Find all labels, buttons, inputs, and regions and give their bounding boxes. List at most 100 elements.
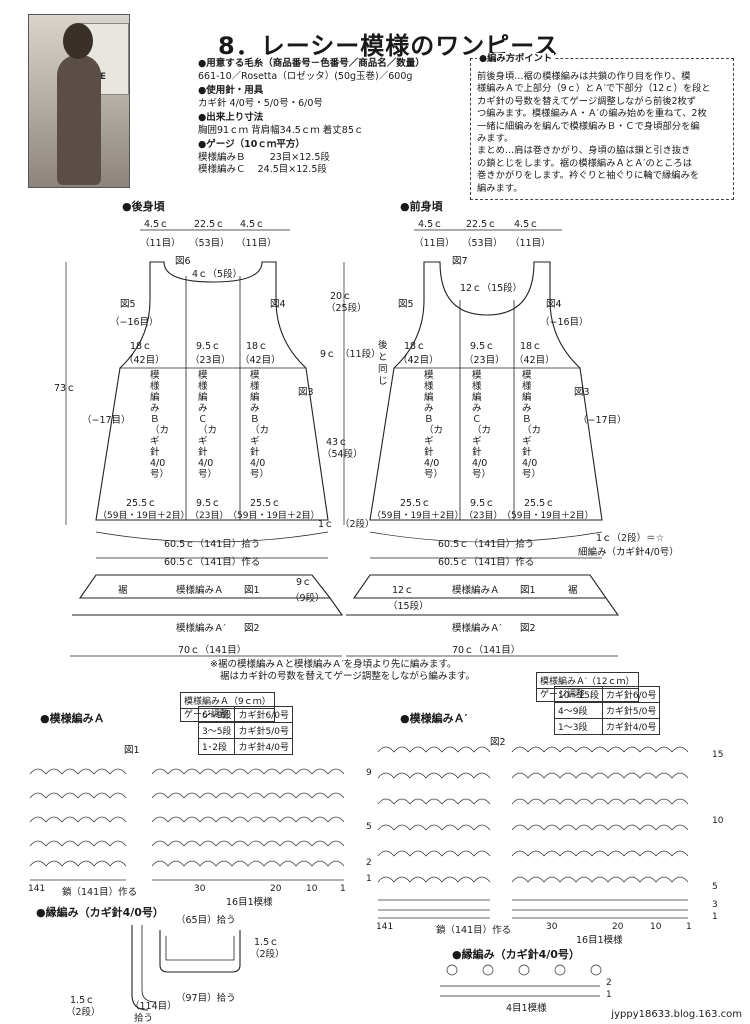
- front-c23: （23目）: [464, 355, 505, 366]
- chart-a-gauge-rows: 6〜9段カギ針6/0号 3〜5段カギ針5/0号 1･2段カギ針4/0号: [197, 706, 293, 755]
- chart-a2-x141: 141: [376, 922, 394, 932]
- front-bc59b: （59目・19目＋2目）: [502, 511, 594, 521]
- chart-a-row-needle: カギ針6/0号: [234, 706, 293, 723]
- front-w95: 9.5ｃ: [470, 341, 495, 352]
- points-line: 編みます。: [477, 182, 523, 194]
- chart-a-row-needle: カギ針4/0号: [234, 738, 293, 755]
- chart-a2-chain: 鎖（141目）作る: [436, 925, 512, 936]
- back-b255a: 25.5ｃ: [126, 498, 157, 509]
- edging1-p114: （114目）: [130, 1001, 177, 1012]
- front-bc23: （23目）: [464, 511, 503, 521]
- edging1-w15b: 1.5ｃ: [70, 995, 95, 1006]
- chart-a2-row5: 5: [712, 882, 718, 892]
- back-pattern-b-right: 模様編みＢ（カギ針4/0号）: [250, 370, 270, 480]
- knitting-points-box: ●編み方ポイント 前後身頃…裾の模様編みは共鎖の作り目を作り、模 様編みＡで上部…: [470, 53, 734, 201]
- back-bc59a: （59目・19目＋2目）: [98, 511, 190, 521]
- back-fig3: 図3: [298, 387, 314, 398]
- chart-a2-row1: 1: [712, 912, 718, 922]
- points-line: 前後身頃…裾の模様編みは共鎖の作り目を作り、模: [477, 71, 691, 82]
- front-fig7: 図7: [452, 256, 468, 267]
- chart-a-x10: 10: [306, 884, 318, 894]
- back-top-count-3: （11目）: [236, 238, 277, 249]
- back-c42b: （42目）: [240, 355, 281, 366]
- points-line: みます。: [477, 133, 514, 145]
- back-top-dim-2: 22.5ｃ: [194, 219, 225, 230]
- blog-url: jyppy18633.blog.163.com: [611, 1009, 742, 1020]
- chart-a2-repeat: 16目1模様: [576, 935, 623, 946]
- back-hem-label: 裾: [118, 585, 128, 596]
- chart-a2-row-rows: 1〜3段: [554, 718, 603, 735]
- mid-d20c: （25段）: [326, 303, 367, 314]
- edging1-neck: [159, 930, 241, 973]
- back-fig5: 図5: [120, 299, 136, 310]
- front-hem-label: 裾: [568, 585, 578, 596]
- edging2-row1: 1: [606, 990, 612, 1000]
- chart-a2-x20: 20: [612, 922, 624, 932]
- spec-block: ●用意する毛糸（商品番号－色番号／商品名／数量） 661-10／Rosetta（…: [198, 58, 468, 177]
- front-neck: 12ｃ（15段）: [460, 283, 523, 294]
- yarn-heading: ●用意する毛糸（商品番号－色番号／商品名／数量）: [198, 58, 425, 69]
- edging2-row2: 2: [606, 978, 612, 988]
- chart-a-repeat: 16目1模様: [226, 897, 273, 908]
- chart-a-row-rows: 1･2段: [197, 738, 236, 755]
- front-b255a: 25.5ｃ: [400, 498, 431, 509]
- note-line-2: 裾はカギ針の号数を替えてゲージ調整をしながら編みます。: [220, 671, 475, 682]
- front-minus16: （−16目）: [540, 317, 589, 328]
- front-pa12: 12ｃ: [392, 585, 414, 596]
- front-fig5: 図5: [398, 299, 414, 310]
- chart-a2-row3: 3: [712, 900, 718, 910]
- edging1-w15bc: （2段）: [66, 1007, 101, 1018]
- front-fig2: 図2: [520, 623, 536, 634]
- front-minus17: （−17目）: [578, 415, 627, 426]
- chart-a2-heading: ●模様編みＡ′: [400, 712, 468, 725]
- back-pa9: 9ｃ: [296, 577, 312, 588]
- front-top-dim-2: 22.5ｃ: [466, 219, 497, 230]
- front-edge1: 1ｃ（2段）＝☆: [596, 533, 665, 544]
- chart-a2-row15: 15: [712, 750, 724, 760]
- mid-d43: 43ｃ: [326, 437, 348, 448]
- chart-a2-row10: 10: [712, 816, 724, 826]
- front-w70: 70ｃ（141目）: [452, 645, 521, 656]
- front-top-dim-3: 4.5ｃ: [514, 219, 539, 230]
- chart-a-row5: 5: [366, 822, 372, 832]
- back-w18b: 18ｃ: [246, 341, 268, 352]
- front-b95: 9.5ｃ: [470, 498, 495, 509]
- chart-a-fig: 図1: [124, 745, 140, 756]
- back-c23: （23目）: [190, 355, 231, 366]
- back-c42a: （42目）: [124, 355, 165, 366]
- back-fig6: 図6: [175, 256, 191, 267]
- front-hem-a2: [346, 597, 620, 616]
- front-fig4: 図4: [546, 299, 562, 310]
- chart-a2-fig: 図2: [490, 737, 506, 748]
- chart-a-x1: 1: [340, 884, 346, 894]
- back-minus17: （−17目）: [82, 415, 131, 426]
- chart-a-chain: 鎖（141目）作る: [62, 887, 138, 898]
- back-hem-a2: [72, 597, 344, 616]
- front-pattern-c: 模様編みＣ（カギ針4/0号）: [472, 370, 492, 480]
- back-make: 60.5ｃ（141目）作る: [164, 557, 261, 568]
- chart-a2-row-needle: カギ針5/0号: [601, 702, 661, 719]
- back-bc23: （23目）: [190, 511, 229, 521]
- front-top-count-3: （11目）: [510, 238, 551, 249]
- chart-a-x141: 141: [28, 884, 46, 894]
- chart-a2-row-needle: カギ針6/0号: [601, 686, 661, 703]
- back-bc59b: （59目・19目＋2目）: [228, 511, 320, 521]
- front-make: 60.5ｃ（141目）作る: [438, 557, 535, 568]
- needle-value: カギ針 4/0号・5/0号・6/0号: [198, 97, 323, 109]
- front-pa12c: （15段）: [388, 601, 429, 612]
- gauge-row-c: 模様編みＣ 24.5目×12.5段: [198, 164, 468, 177]
- chart-a-heading: ●模様編みＡ: [40, 712, 105, 725]
- chart-a2-row-needle: カギ針4/0号: [601, 718, 661, 735]
- edging2-heading: ●縁編み（カギ針4/0号）: [452, 948, 580, 961]
- person-figure: [57, 55, 101, 185]
- gauge-row-b: 模様編みＢ 23目×12.5段: [198, 152, 468, 165]
- back-fig2: 図2: [244, 623, 260, 634]
- front-body-outline: [369, 261, 603, 521]
- edging1-p97: （97目）拾う: [176, 993, 236, 1004]
- back-pattern-a: 模様編みＡ: [176, 585, 224, 596]
- back-fig1: 図1: [244, 585, 260, 596]
- front-w18b: 18ｃ: [520, 341, 542, 352]
- chart-a-row-rows: 6〜9段: [197, 706, 236, 723]
- chart-a2-gauge-rows: 10〜15段カギ針6/0号 4〜9段カギ針5/0号 1〜3段カギ針4/0号: [554, 686, 661, 735]
- gauge-b-value: 23目×12.5段: [269, 151, 330, 163]
